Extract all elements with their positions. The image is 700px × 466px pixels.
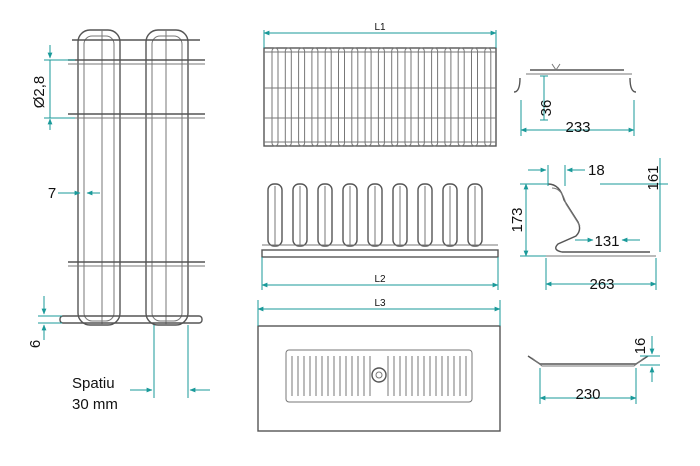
- rack-bar: [431, 47, 439, 147]
- profile-top-offset-label: 18: [588, 162, 605, 179]
- rack-bar: [484, 47, 492, 147]
- rack-top-view: [263, 47, 497, 147]
- base-thickness-label: 6: [27, 340, 44, 348]
- rack-bar: [271, 47, 279, 147]
- rack-bar: [471, 47, 478, 147]
- tray-profile: [527, 355, 649, 367]
- rack-bar: [444, 47, 452, 147]
- profile-height-right-dimension: 161: [600, 158, 668, 252]
- rack-bar: [457, 47, 465, 147]
- length-l1-label: L1: [374, 22, 386, 33]
- rack-bar: [284, 47, 292, 147]
- rack-bar: [298, 47, 306, 147]
- length-l3-dimension: L3: [257, 298, 501, 326]
- spacing-dimension: Spatiu 30 mm: [72, 325, 210, 413]
- length-l2-label: L2: [374, 274, 386, 285]
- profile-height-left-label: 173: [509, 207, 526, 232]
- rack-bar: [391, 47, 399, 147]
- gap-dimension: 7: [48, 185, 100, 202]
- spacing-label-1: Spatiu: [72, 375, 115, 392]
- rack-bar: [417, 47, 425, 147]
- profile-inner-width-dimension: 131: [575, 233, 640, 250]
- rack-bar: [364, 47, 372, 147]
- rack-bar: [377, 47, 385, 147]
- length-l2-dimension: L2: [261, 257, 499, 290]
- rack-bar: [324, 47, 332, 147]
- rack-side-view: [59, 29, 205, 326]
- rack-bar: [338, 47, 345, 147]
- profile-inner-width-label: 131: [594, 233, 619, 250]
- rack-front-view: [261, 183, 499, 258]
- length-l1-dimension: L1: [263, 22, 497, 48]
- side-top-height-label: 36: [538, 100, 555, 117]
- tray-width-label: 230: [575, 386, 600, 403]
- wire-diameter-label: Ø2,8: [31, 76, 48, 109]
- profile-height-left-dimension: 173: [509, 183, 548, 257]
- side-profile-middle: [546, 183, 656, 257]
- profile-top-offset-dimension: 18: [528, 162, 605, 186]
- profile-height-right-label: 161: [645, 165, 662, 190]
- side-top-width-label: 233: [565, 119, 590, 136]
- base-thickness-dimension: 6: [27, 296, 62, 348]
- side-profile-top: [513, 63, 637, 93]
- rack-bar: [351, 47, 359, 147]
- tray-top-view: [257, 325, 501, 432]
- profile-width-label: 263: [589, 276, 614, 293]
- rack-bar: [404, 47, 412, 147]
- wire-diameter-dimension: Ø2,8: [31, 45, 75, 130]
- tray-height-dimension: 16: [632, 336, 660, 382]
- gap-label: 7: [48, 185, 56, 202]
- length-l3-label: L3: [374, 298, 386, 309]
- tray-width-dimension: 230: [539, 368, 637, 404]
- side-top-height-dimension: 36: [538, 75, 555, 121]
- rack-bar: [311, 47, 319, 147]
- profile-width-dimension: 263: [545, 258, 657, 293]
- side-top-width-dimension: 233: [520, 100, 635, 136]
- tray-height-label: 16: [632, 338, 649, 355]
- spacing-label-2: 30 mm: [72, 396, 118, 413]
